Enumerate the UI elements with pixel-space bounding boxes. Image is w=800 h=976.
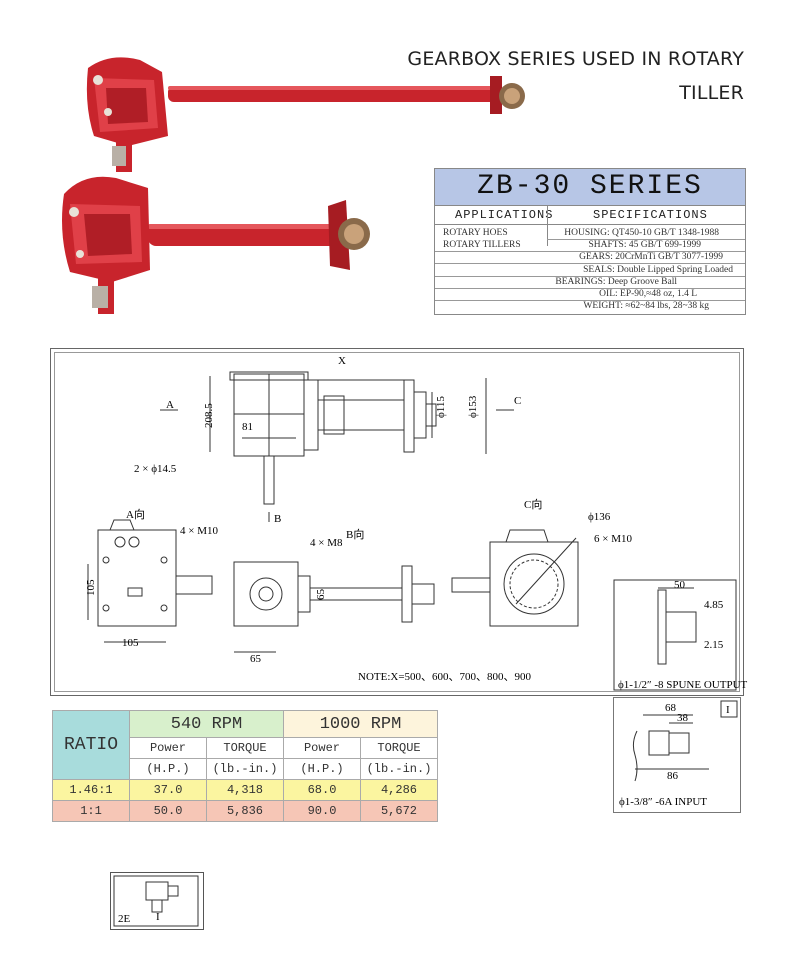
dim-65-vertical: 65 xyxy=(315,589,327,601)
ratio-header: RATIO xyxy=(52,710,130,780)
input-roman-label: I xyxy=(726,704,730,716)
specifications-header: SPECIFICATIONS xyxy=(593,208,708,222)
spec-item-weight: WEIGHT: ≈62~84 lbs, 28~38 kg xyxy=(583,301,709,311)
m8-label: 4 × M8 xyxy=(310,537,343,549)
power-540-cell: 37.0 xyxy=(129,779,207,801)
thumbnail-label: 2E xyxy=(118,913,131,925)
gearbox-upper-image xyxy=(86,57,525,172)
dia-136: ϕ136 xyxy=(588,511,611,523)
table-row: 1.46:1 37.0 4,318 68.0 4,286 xyxy=(52,779,438,801)
power-540-cell: 50.0 xyxy=(129,800,207,822)
view-b-outline xyxy=(233,561,299,627)
input-dim-86: 86 xyxy=(667,770,679,782)
spline-output-caption: ϕ1-1/2″ -8 SPUNE OUTPUT xyxy=(618,679,748,691)
x-length-note: NOTE:X=500、600、700、800、900 xyxy=(358,671,532,683)
m10-a-label: 4 × M10 xyxy=(180,525,218,537)
dim-65-horizontal: 65 xyxy=(250,653,262,665)
title-line-2: TILLER xyxy=(679,82,744,104)
thumbnail-mark: I xyxy=(156,911,160,923)
input-caption: ϕ1-3/8″ -6A INPUT xyxy=(619,796,707,808)
spec-item-seals: SEALS: Double Lipped Spring Loaded xyxy=(583,265,733,275)
power-label-540: Power xyxy=(129,737,207,759)
lbin-unit-540: (lb.-in.) xyxy=(206,758,284,780)
page-title: GEARBOX SERIES USED IN ROTARY TILLER xyxy=(407,42,744,110)
torque-540-cell: 5,836 xyxy=(206,800,284,822)
torque-1000-cell: 5,672 xyxy=(360,800,438,822)
view-a-outline xyxy=(97,529,177,627)
drawing-frame xyxy=(50,348,744,696)
title-line-1: GEARBOX SERIES USED IN ROTARY xyxy=(407,48,744,70)
dim-105-vertical: 105 xyxy=(85,579,97,596)
application-item: ROTARY TILLERS xyxy=(443,240,521,250)
dim-115: ϕ115 xyxy=(435,396,447,418)
power-1000-cell: 90.0 xyxy=(283,800,361,822)
thumbnail-frame xyxy=(110,872,204,930)
spec-divider xyxy=(547,206,548,246)
input-inset xyxy=(613,697,741,813)
torque-540-cell: 4,318 xyxy=(206,779,284,801)
torque-label-540: TORQUE xyxy=(206,737,284,759)
ratio-table: RATIO 540 RPM 1000 RPM Power TORQUE Powe… xyxy=(52,710,438,822)
hp-unit-1000: (H.P.) xyxy=(283,758,361,780)
rpm1000-header: 1000 RPM xyxy=(283,710,438,738)
gearbox-lower-image xyxy=(62,176,370,314)
input-dim-38: 38 xyxy=(677,712,689,724)
spec-box: ZB-30 SERIES APPLICATIONS SPECIFICATIONS… xyxy=(434,168,746,315)
dim-81: 81 xyxy=(242,421,253,433)
table-row: 1:1 50.0 5,836 90.0 5,672 xyxy=(52,800,438,822)
m10-c-label: 6 × M10 xyxy=(594,533,632,545)
spec-item-gears: GEARS: 20CrMnTi GB/T 3077-1999 xyxy=(579,252,723,262)
power-1000-cell: 68.0 xyxy=(283,779,361,801)
torque-label-1000: TORQUE xyxy=(360,737,438,759)
arrow-label-c: C xyxy=(514,395,521,407)
dim-x: X xyxy=(338,355,346,367)
power-label-1000: Power xyxy=(283,737,361,759)
spec-item-oil: OIL: EP-90,≈48 oz, 1.4 L xyxy=(599,289,697,299)
spec-item-shafts: SHAFTS: 45 GB/T 699-1999 xyxy=(588,240,701,250)
input-dim-68: 68 xyxy=(665,702,677,714)
thumbnail-drawing: 2E I xyxy=(113,875,199,927)
spec-item-housing: HOUSING: QT450-10 GB/T 1348-1988 xyxy=(564,228,719,238)
dim-105-horizontal: 105 xyxy=(122,637,139,649)
view-c-label: C向 xyxy=(524,497,542,511)
arrow-label-a: A xyxy=(166,399,174,411)
ratio-cell: 1.46:1 xyxy=(52,779,130,801)
applications-header: APPLICATIONS xyxy=(455,208,554,222)
spec-column-headers: APPLICATIONS SPECIFICATIONS xyxy=(435,206,745,225)
ratio-cell: 1:1 xyxy=(52,800,130,822)
spec-item-bearings: BEARINGS: Deep Groove Ball xyxy=(555,277,677,287)
spline-output-inset xyxy=(613,579,737,691)
spline-dim-50: 50 xyxy=(674,579,686,591)
lbin-unit-1000: (lb.-in.) xyxy=(360,758,438,780)
application-item: ROTARY HOES xyxy=(443,228,508,238)
arrow-label-b: B xyxy=(274,513,281,525)
gearbox-product-photo xyxy=(62,57,525,314)
torque-1000-cell: 4,286 xyxy=(360,779,438,801)
input-inset-drawing: 68 38 86 I ϕ1-3/8″ -6A INPUT xyxy=(619,700,738,808)
hp-unit-540: (H.P.) xyxy=(129,758,207,780)
spline-dim-215: 2.15 xyxy=(704,639,724,651)
top-view-input-shaft xyxy=(263,455,275,505)
technical-drawing: X 208.5 81 ϕ115 ϕ153 A C B 2 × ϕ14.5 A向 … xyxy=(85,355,748,691)
dim-153: ϕ153 xyxy=(467,395,479,418)
series-title: ZB-30 SERIES xyxy=(435,169,745,206)
view-b-label: B向 xyxy=(346,527,364,541)
rpm540-header: 540 RPM xyxy=(129,710,284,738)
spline-dim-485: 4.85 xyxy=(704,599,724,611)
dim-208: 208.5 xyxy=(203,403,215,428)
hole-note: 2 × ϕ14.5 xyxy=(134,463,177,475)
drawing-inner-frame xyxy=(54,352,740,692)
view-a-label: A向 xyxy=(126,507,145,521)
